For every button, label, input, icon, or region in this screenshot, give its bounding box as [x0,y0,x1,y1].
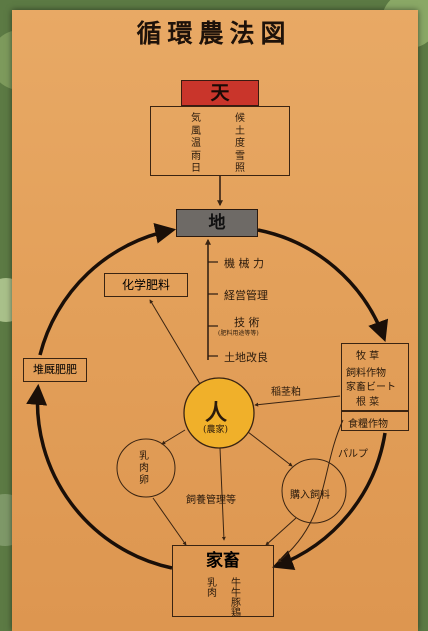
heaven-item: 温 [191,138,201,149]
livestock-item: 牛 [231,588,241,599]
produce-item: 卵 [139,475,149,486]
compost-label: 堆厩肥肥 [33,363,77,376]
livestock-item: 乳 [207,578,217,589]
heaven-node: 天 [181,80,259,106]
food-crops-label: 食糧作物 [348,419,388,430]
sign-board [12,10,418,631]
heaven-factors: 気 風 温 雨 日 候 土 度 雪 照 [150,106,290,176]
livestock-item: 鶏 [231,608,241,619]
chemical-fertilizer-node: 化学肥料 [104,273,188,297]
crop-item: 家畜ビート [346,382,396,393]
heaven-item: 雨 [191,150,201,162]
earth-factor-machinery: 機 械 力 [224,257,264,270]
heaven-items-right: 候 土 度 雪 照 [235,113,245,176]
management-label: 飼養管理等 [186,495,236,506]
heaven-item: 風 [191,125,201,137]
livestock-items-right: 牛 牛 豚 鶏 [231,579,241,619]
livestock-item: 牛 [231,578,241,589]
produce-item: 肉 [139,463,149,474]
earth-factor-land: 土地改良 [224,351,268,364]
produce-item: 乳 [139,451,149,462]
feed-meal-label: 稲茎粕 [271,387,301,398]
heaven-item: 照 [235,163,245,174]
crop-item: 根 菜 [356,397,380,408]
heaven-item: 度 [235,138,245,149]
heaven-item: 土 [235,125,245,137]
chemical-fertilizer-label: 化学肥料 [121,278,170,292]
diagram-title: 循環農法図 [136,19,292,48]
livestock-items: 乳 肉 牛 牛 豚 鶏 [172,577,274,619]
livestock-item: 肉 [207,588,217,599]
purchased-feed-label: 購入飼料 [290,490,330,501]
earth-factor-note: (肥料用途等等) [218,330,259,337]
human-label: 人 [205,400,228,426]
heaven-label: 天 [210,82,230,104]
heaven-item: 気 [191,113,201,124]
compost-node: 堆厩肥肥 [23,358,87,382]
pulp-label: パルプ [338,449,368,460]
food-crops-node: 食糧作物 [341,411,409,431]
earth-label: 地 [208,213,226,233]
crops-header: 牧 草 [356,351,380,362]
crop-item: 飼料作物 [346,368,386,379]
crops-node: 牧 草 飼料作物 家畜ビート 根 菜 [341,343,409,411]
heaven-items-left: 気 風 温 雨 日 [191,113,201,176]
heaven-item: 候 [235,113,245,124]
earth-node: 地 [176,209,258,237]
livestock-item: 豚 [231,598,241,609]
livestock-items-left: 乳 肉 [207,579,217,599]
produce-label: 乳 肉 卵 [139,451,149,487]
earth-factor-technology: 技 術 [234,316,260,329]
heaven-item: 日 [191,163,201,174]
heaven-item: 雪 [235,150,245,162]
livestock-node: 家畜 [172,545,274,577]
livestock-label: 家畜 [206,551,240,571]
earth-factor-management: 経営管理 [224,289,268,302]
human-sub-label: (農家) [203,425,229,435]
